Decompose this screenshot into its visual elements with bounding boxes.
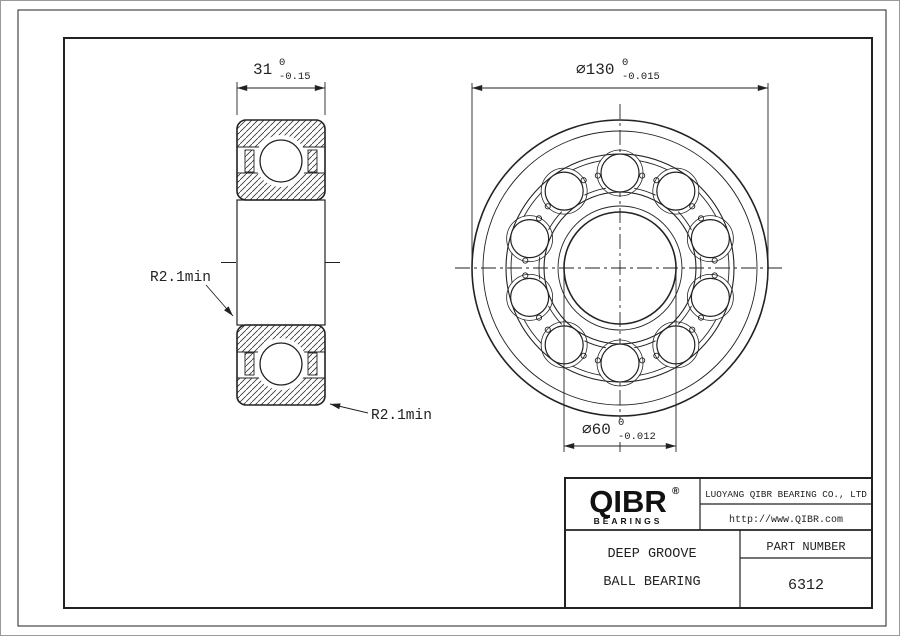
cage-outer-arc — [698, 318, 717, 345]
dimension-text-mask — [578, 420, 660, 441]
cage-outer-arc — [698, 191, 717, 218]
bearing-ball — [690, 219, 730, 259]
od-lower-tolerance: -0.015 — [622, 71, 660, 83]
cage-inner-arc — [584, 187, 607, 196]
section-outline-bottom — [236, 324, 326, 406]
fillet-label-left: R2.1min — [150, 270, 211, 286]
bearing-ball — [544, 171, 584, 211]
qibr-logo: QIBR ® BEARINGS — [589, 484, 680, 526]
inner-frame-border — [63, 37, 873, 609]
cage-rivet — [544, 203, 551, 210]
cage-section-right — [307, 149, 318, 173]
od-dimension: ⌀130 0 -0.015 — [471, 52, 769, 262]
cage-rivet — [544, 326, 551, 333]
cage-inner-arc — [584, 340, 607, 349]
cage-inner-arc — [548, 305, 563, 325]
cage-section-left — [244, 352, 255, 376]
cage-pocket — [686, 215, 734, 263]
bore-lower-tolerance: -0.012 — [618, 431, 656, 443]
section-outline-top — [236, 119, 326, 201]
cage-inner-arc — [677, 211, 692, 231]
od-upper-tolerance: 0 — [622, 57, 628, 69]
part-number-value: 6312 — [788, 577, 824, 594]
company-name: LUOYANG QIBR BEARING CO., LTD — [705, 489, 867, 500]
logo-subtext: BEARINGS — [594, 516, 663, 526]
fillet-callout-right: R2.1min — [329, 403, 432, 424]
ball-section-bottom — [259, 342, 303, 386]
cage-inner-arc — [677, 305, 692, 325]
bearing-ball — [690, 277, 730, 317]
cage-section-left — [244, 149, 255, 173]
od-value: ⌀130 — [576, 61, 614, 79]
cage-pocket — [686, 273, 734, 321]
company-website: http://www.QIBR.com — [729, 514, 843, 526]
registered-trademark-icon: ® — [672, 486, 680, 497]
outer-frame-border — [17, 9, 887, 627]
cage-pocket — [540, 167, 588, 215]
cage-pocket — [596, 339, 644, 387]
bottom-section — [236, 324, 326, 406]
width-dimension: 31 0 -0.15 — [236, 52, 326, 115]
width-dimension-text: 31 0 -0.15 — [253, 52, 311, 83]
outer-diameter-circle — [471, 119, 769, 417]
product-name-line1: DEEP GROOVE — [607, 547, 696, 562]
width-lower-tolerance: -0.15 — [279, 71, 311, 83]
title-block-border — [564, 477, 873, 609]
cage-outer-arc — [572, 160, 602, 171]
cage-pocket — [506, 273, 554, 321]
cage-pocket — [596, 149, 644, 197]
cage-pocket — [506, 215, 554, 263]
bore-dimension-text: ⌀60 0 -0.012 — [582, 412, 656, 443]
rolling-elements — [506, 149, 734, 387]
cage-inner-arc — [699, 256, 702, 280]
bore-value: ⌀60 — [582, 421, 611, 439]
leader-line-left — [205, 284, 234, 317]
cage-rivet — [689, 203, 696, 210]
cage-outer-arc — [523, 191, 542, 218]
bearing-ball — [510, 277, 550, 317]
bearing-ball — [600, 343, 640, 383]
cage-outer-arc — [572, 365, 602, 376]
cage-outer-arc — [523, 318, 542, 345]
product-name-line2: BALL BEARING — [603, 575, 700, 590]
front-view: ⌀130 0 -0.015 ⌀60 0 -0.012 — [455, 52, 785, 452]
bore-outline — [236, 199, 326, 326]
bore-chamfer-circle — [557, 205, 683, 331]
fillet-label-right: R2.1min — [371, 408, 432, 424]
ball-section-top — [259, 139, 303, 183]
bore-dimension: ⌀60 0 -0.012 — [563, 272, 677, 452]
cage-outer-arc — [638, 160, 668, 171]
cross-section-view: 31 0 -0.15 R2.1min R2.1min — [150, 52, 432, 424]
top-section — [236, 119, 326, 201]
fillet-callout-left: R2.1min — [150, 270, 234, 317]
cage-inner-arc — [538, 256, 541, 280]
bore-circle — [563, 211, 677, 325]
bearing-ball — [600, 153, 640, 193]
part-number-label: PART NUMBER — [766, 540, 845, 554]
width-value: 31 — [253, 61, 272, 79]
cage-pocket — [652, 167, 700, 215]
bearing-ball — [656, 171, 696, 211]
od-dimension-text: ⌀130 0 -0.015 — [576, 52, 660, 83]
width-upper-tolerance: 0 — [279, 57, 285, 69]
bore-upper-tolerance: 0 — [618, 417, 624, 429]
leader-line-right — [329, 403, 369, 414]
bearing-ball — [510, 219, 550, 259]
cage-outer-arc — [638, 365, 668, 376]
cage-rivet — [689, 326, 696, 333]
cage-inner-arc — [633, 187, 656, 196]
cage-inner-arc — [548, 211, 563, 231]
title-block: QIBR ® BEARINGS LUOYANG QIBR BEARING CO.… — [564, 477, 873, 609]
od-chamfer-circle — [482, 130, 758, 406]
cage-section-right — [307, 352, 318, 376]
logo-text: QIBR — [589, 484, 667, 519]
cage-inner-arc — [633, 340, 656, 349]
